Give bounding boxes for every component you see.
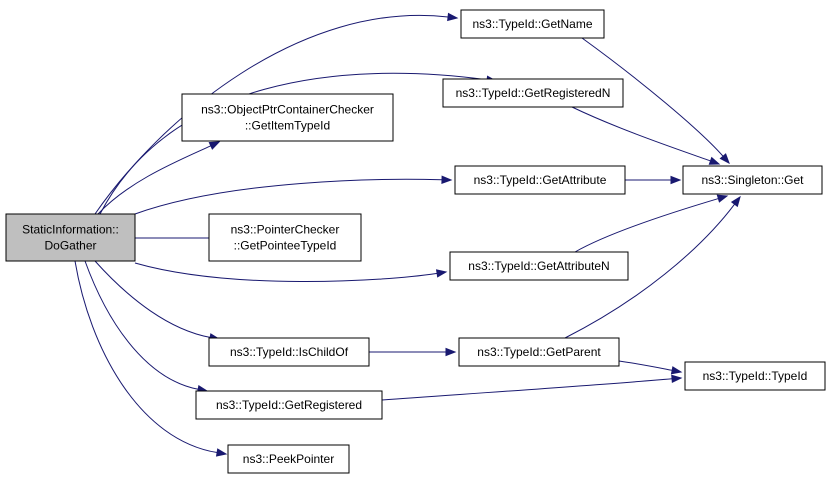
arrowhead-root-to-peekpointer [215,448,228,457]
node-label: ::GetItemTypeId [245,119,330,133]
edge-getparent-to-singletonget [564,203,735,339]
node-getregisteredn[interactable]: ns3::TypeId::GetRegisteredN [442,78,624,108]
node-root[interactable]: StaticInformation::DoGather [5,213,136,262]
node-box [208,337,370,367]
edge-root-to-getattribute [134,178,443,215]
edge-root-to-ischildof [94,260,211,338]
node-label: ns3::TypeId::GetParent [477,345,601,359]
node-label: ns3::ObjectPtrContainerChecker [201,103,374,117]
node-label: ns3::TypeId::GetRegistered [216,398,362,412]
edge-getparent-to-typeid [618,360,673,371]
edge-getregisteredn-to-singletonget [571,106,711,162]
node-typeid[interactable]: ns3::TypeId::TypeId [684,361,826,391]
node-box [682,165,823,195]
node-label: ::GetPointeeTypeId [234,239,337,253]
edge-root-to-getregisteredn [99,72,488,215]
node-label: ns3::TypeId::GetAttribute [474,173,607,187]
arrowhead-getattribute-to-singletonget [670,175,682,185]
edge-getname-to-singletonget [581,37,724,157]
arrowhead-getattributen-to-singletonget [716,194,729,203]
node-label: ns3::TypeId::GetName [472,17,592,31]
arrowhead-getname-to-singletonget [719,153,730,165]
node-label: ns3::TypeId::IsChildOf [230,345,349,359]
node-box [5,213,136,262]
node-label: ns3::TypeId::TypeId [703,369,808,383]
node-box [181,93,394,142]
arrowhead-getparent-to-singletonget [730,195,741,208]
node-label: ns3::PointerChecker [231,223,340,237]
node-box [208,213,362,262]
edge-root-to-getattributen [134,262,438,283]
node-ischildof[interactable]: ns3::TypeId::IsChildOf [208,337,370,367]
node-getattributen[interactable]: ns3::TypeId::GetAttributeN [449,251,629,281]
node-getparent[interactable]: ns3::TypeId::GetParent [458,337,620,367]
arrowhead-root-to-getattribute [441,175,453,184]
node-objptrcontainer[interactable]: ns3::ObjectPtrContainerChecker::GetItemT… [181,93,394,142]
node-box [442,78,624,108]
node-box [454,165,626,195]
arrowhead-getparent-to-typeid [670,366,683,375]
arrowhead-getregistered-to-typeid [671,374,683,384]
node-box [227,444,350,474]
arrowhead-root-to-objptrcontainer [208,141,221,150]
node-label: ns3::TypeId::GetAttributeN [468,259,609,273]
arrowhead-root-to-getattributen [435,269,448,278]
node-label: ns3::PeekPointer [243,452,334,466]
edge-getattributen-to-singletonget [574,198,719,253]
node-label: ns3::TypeId::GetRegisteredN [456,86,611,100]
call-edges [74,12,741,457]
edge-root-to-getregistered [84,260,199,390]
edge-getregistered-to-typeid [381,378,673,401]
edge-root-to-objptrcontainer [97,145,212,215]
node-pointerchecker[interactable]: ns3::PointerChecker::GetPointeeTypeId [208,213,362,262]
node-box [449,251,629,281]
function-nodes: StaticInformation::DoGatherns3::TypeId::… [5,9,826,474]
node-box [458,337,620,367]
arrowhead-getregisteredn-to-singletonget [708,156,721,165]
arrowhead-ischildof-to-getparent [445,347,457,357]
node-box [195,390,383,420]
node-box [460,9,605,39]
arrowhead-root-to-getname [447,12,459,22]
node-box [684,361,826,391]
node-peekpointer[interactable]: ns3::PeekPointer [227,444,350,474]
node-label: DoGather [44,239,96,253]
node-getname[interactable]: ns3::TypeId::GetName [460,9,605,39]
node-singletonget[interactable]: ns3::Singleton::Get [682,165,823,195]
node-getattribute[interactable]: ns3::TypeId::GetAttribute [454,165,626,195]
node-getregistered[interactable]: ns3::TypeId::GetRegistered [195,390,383,420]
edge-root-to-peekpointer [74,260,218,454]
node-label: StaticInformation:: [22,223,119,237]
node-label: ns3::Singleton::Get [701,173,804,187]
